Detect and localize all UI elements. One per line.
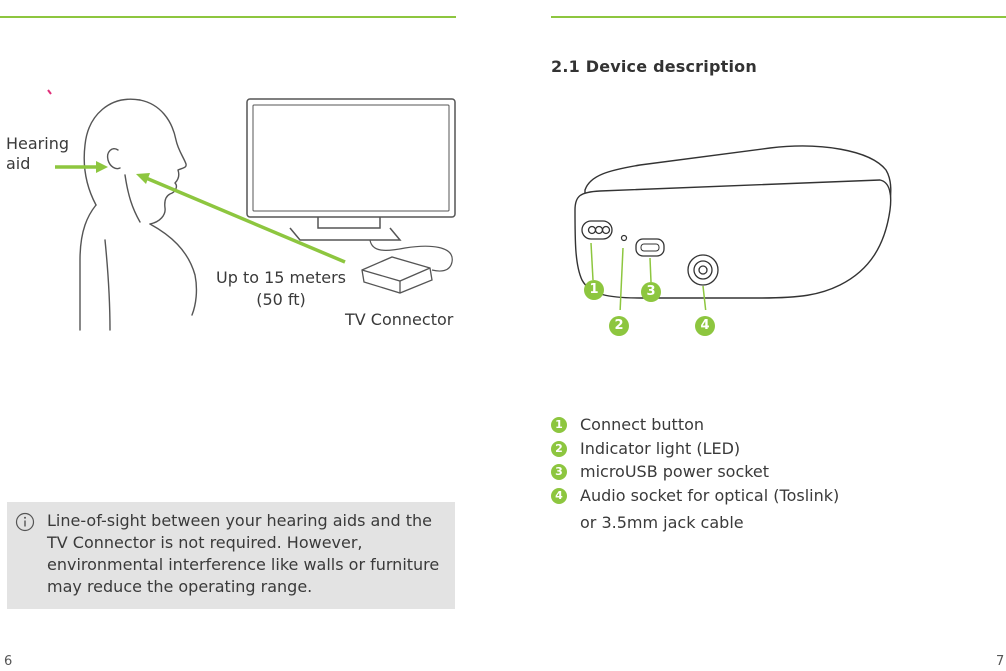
legend-num: 3 [551,464,567,480]
tv-connector-illustration [47,89,456,331]
note-text: Line-of-sight between your hearing aids … [47,511,440,596]
top-rule-left [0,16,456,18]
page-number-left: 6 [4,654,13,669]
hearing-aid-label-line2: aid [6,154,31,173]
callout-1: 1 [584,280,604,300]
range-label-line1: Up to 15 meters [216,268,347,287]
audio-socket-graphic [687,254,719,286]
tv-connector-box [361,256,433,294]
callout-4: 4 [695,316,715,336]
signal-arrows [55,161,346,264]
legend-text: Audio socket for optical (Toslink) [580,485,840,505]
connect-button-graphic [581,220,613,240]
top-rule-right [551,16,1006,18]
range-label: Up to 15 meters (50 ft) [216,268,346,310]
callout-2: 2 [609,316,629,336]
range-label-line2: (50 ft) [256,290,306,309]
page-number-right: 7 [996,654,1005,669]
legend-num: 2 [551,440,567,457]
microusb-graphic [635,238,665,257]
legend-num: 4 [551,487,567,504]
hearing-aid-label-line1: Hearing [6,134,69,153]
legend-num: 1 [551,417,567,433]
legend-continuation: or 3.5mm jack cable [580,513,744,532]
callout-3: 3 [641,282,661,302]
legend-text: microUSB power socket [580,462,770,481]
device-illustration [574,145,892,310]
info-icon [15,512,35,532]
tv-connector-label: TV Connector [345,310,454,329]
tv-monitor [246,98,456,272]
note-box: Line-of-sight between your hearing aids … [7,502,455,609]
legend-text: Connect button [580,415,705,434]
hearing-aid-label: Hearing aid [6,134,69,174]
led-graphic [620,234,628,242]
person-outline [79,98,198,331]
section-title: 2.1 Device description [551,57,757,76]
legend-text: Indicator light (LED) [580,438,741,458]
